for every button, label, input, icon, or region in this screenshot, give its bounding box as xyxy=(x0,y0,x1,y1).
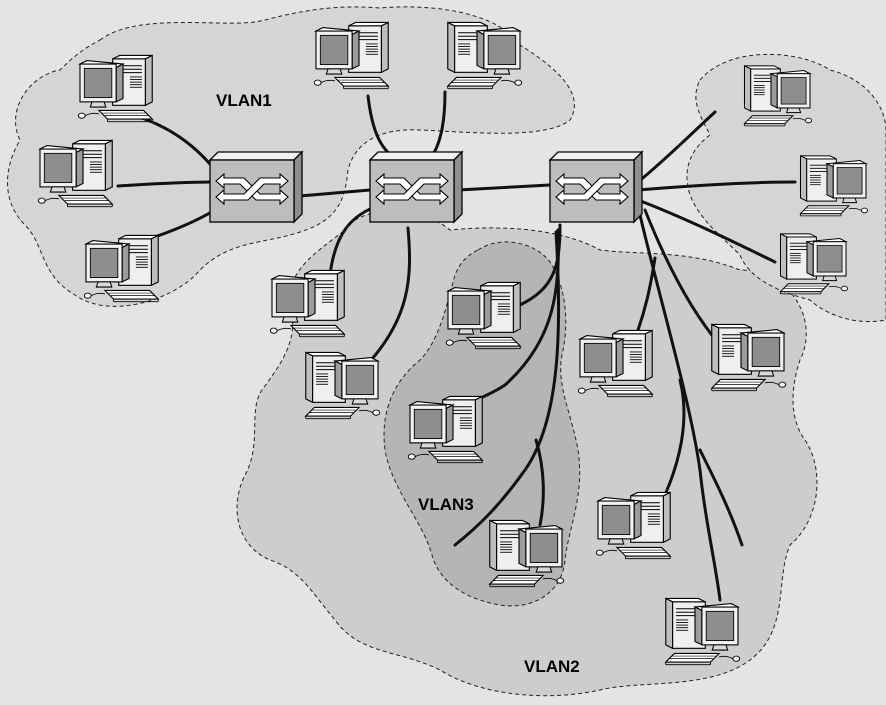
cable xyxy=(636,110,717,184)
cable xyxy=(116,180,214,188)
cable xyxy=(663,378,686,497)
cable xyxy=(638,213,722,602)
cable xyxy=(140,116,217,172)
cable xyxy=(534,438,545,527)
cable xyxy=(298,188,372,198)
cable xyxy=(636,180,797,192)
cable xyxy=(636,198,777,264)
cable xyxy=(518,223,562,307)
switch-1-icon xyxy=(209,151,303,223)
vlan1-label: VLAN1 xyxy=(216,91,272,110)
cable xyxy=(456,183,552,192)
switch-2-icon xyxy=(369,151,463,223)
cable xyxy=(698,448,744,547)
cable xyxy=(643,208,722,347)
cable xyxy=(358,226,412,374)
vlan2-label: VLAN2 xyxy=(524,657,580,676)
cable xyxy=(453,230,561,547)
vlan3-label: VLAN3 xyxy=(418,495,474,514)
switch-3-icon xyxy=(549,151,643,223)
